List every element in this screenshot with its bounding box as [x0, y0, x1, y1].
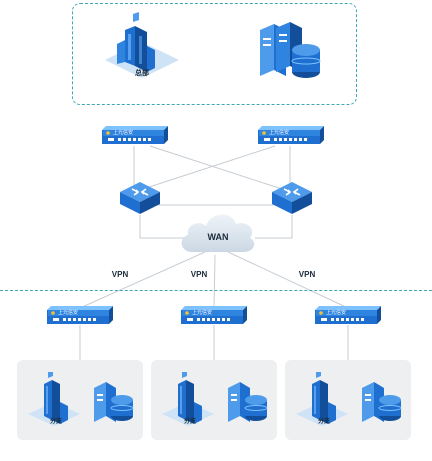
branch-3-server-database-icon — [360, 380, 404, 424]
hq-server-database-icon — [256, 20, 326, 82]
branch-zone — [0, 290, 432, 458]
headquarters-zone — [72, 3, 357, 105]
vpn-label-center: VPN — [190, 270, 208, 279]
branch-1-building-sign: 分支 — [49, 419, 62, 425]
vpn-label-left: VPN — [111, 270, 129, 279]
hq-building-sign: 总部 — [135, 70, 149, 77]
wan-label: WAN — [207, 232, 229, 242]
vpn-label-right: VPN — [298, 270, 316, 279]
branch-firewall-3: 上元信安 — [315, 306, 381, 326]
branch-2-server-database-icon — [226, 380, 270, 424]
branch-1-server-database-icon — [92, 380, 136, 424]
branch-firewall-1: 上元信安 — [47, 306, 113, 326]
hq-firewall-left-brand: 上元信安 — [113, 130, 134, 136]
branch-2-building-icon — [162, 372, 214, 428]
hq-firewall-right-brand: 上元信安 — [269, 130, 290, 136]
branch-1-building-icon — [28, 372, 80, 428]
branch-3-building-sign: 分支 — [317, 419, 330, 425]
branch-firewall-2-brand: 上元信安 — [192, 310, 213, 316]
branch-firewall-3-brand: 上元信安 — [326, 310, 347, 316]
hq-building-icon — [105, 12, 179, 82]
core-switch-left-icon — [120, 180, 160, 216]
core-switch-right-icon — [272, 180, 312, 216]
hq-firewall-left: 上元信安 — [102, 126, 168, 146]
hq-firewall-right: 上元信安 — [258, 126, 324, 146]
branch-firewall-2: 上元信安 — [181, 306, 247, 326]
wan-cloud-icon — [178, 208, 258, 256]
branch-3-building-icon — [296, 372, 348, 428]
branch-2-building-sign: 分支 — [183, 419, 196, 425]
branch-firewall-1-brand: 上元信安 — [58, 310, 79, 316]
